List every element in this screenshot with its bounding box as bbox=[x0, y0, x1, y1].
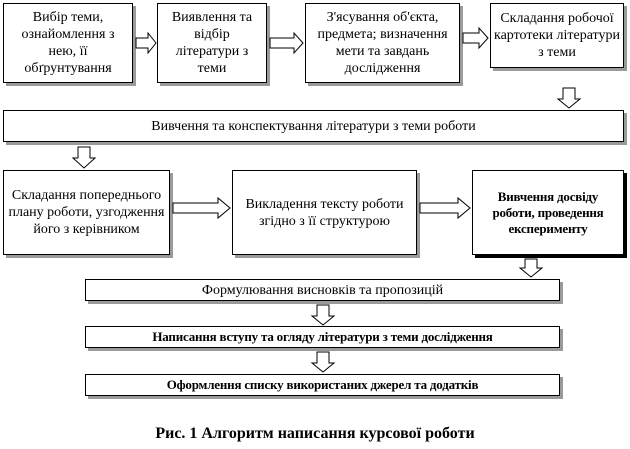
step-preliminary-plan-label: Складання попереднього плану роботи, узг… bbox=[8, 188, 165, 237]
arrow-right-1 bbox=[135, 31, 157, 55]
arrow-right-2 bbox=[269, 31, 304, 55]
step-write-introduction: Написання вступу та огляду літератури з … bbox=[85, 326, 560, 348]
arrow-right-4 bbox=[172, 196, 231, 220]
step-write-introduction-label: Написання вступу та огляду літератури з … bbox=[152, 329, 493, 344]
step-select-literature: Виявлення та відбір літератури з теми bbox=[157, 3, 267, 83]
arrow-right-3 bbox=[462, 26, 489, 50]
step-study-experience: Вивчення досвіду роботи, проведення експ… bbox=[472, 170, 624, 255]
step-study-literature: Вивчення та конспектування літератури з … bbox=[3, 110, 624, 142]
step-select-literature-label: Виявлення та відбір літератури з теми bbox=[171, 10, 253, 76]
step-define-object-goals-label: З'ясування об'єкта, предмета; визначення… bbox=[317, 10, 448, 76]
step-choose-topic: Вибір теми, ознайомлення з нею, її обґру… bbox=[3, 3, 133, 83]
step-study-experience-label: Вивчення досвіду роботи, проведення експ… bbox=[492, 188, 604, 236]
arrow-right-5 bbox=[419, 196, 471, 220]
arrow-down-2 bbox=[71, 146, 97, 169]
step-conclusions: Формулювання висновків та пропозицій bbox=[85, 279, 560, 301]
step-define-object-goals: З'ясування об'єкта, предмета; визначення… bbox=[305, 3, 460, 83]
arrow-down-3 bbox=[518, 258, 544, 278]
step-references-label: Оформлення списку використаних джерел та… bbox=[166, 377, 479, 392]
step-card-index-label: Складання робочої картотеки літератури з… bbox=[494, 11, 620, 60]
step-references: Оформлення списку використаних джерел та… bbox=[85, 374, 560, 396]
step-write-text: Викладення тексту роботи згідно з її стр… bbox=[232, 170, 417, 255]
figure-caption: Рис. 1 Алгоритм написання курсової робот… bbox=[155, 425, 475, 442]
step-card-index: Складання робочої картотеки літератури з… bbox=[490, 3, 624, 68]
arrow-down-4 bbox=[310, 304, 336, 326]
step-study-literature-label: Вивчення та конспектування літератури з … bbox=[151, 118, 476, 134]
arrow-down-1 bbox=[556, 87, 582, 109]
step-write-text-label: Викладення тексту роботи згідно з її стр… bbox=[245, 196, 404, 229]
step-choose-topic-label: Вибір теми, ознайомлення з нею, її обґру… bbox=[21, 10, 115, 76]
arrow-down-5 bbox=[310, 351, 336, 373]
step-preliminary-plan: Складання попереднього плану роботи, узг… bbox=[3, 170, 170, 255]
step-conclusions-label: Формулювання висновків та пропозицій bbox=[201, 282, 444, 298]
